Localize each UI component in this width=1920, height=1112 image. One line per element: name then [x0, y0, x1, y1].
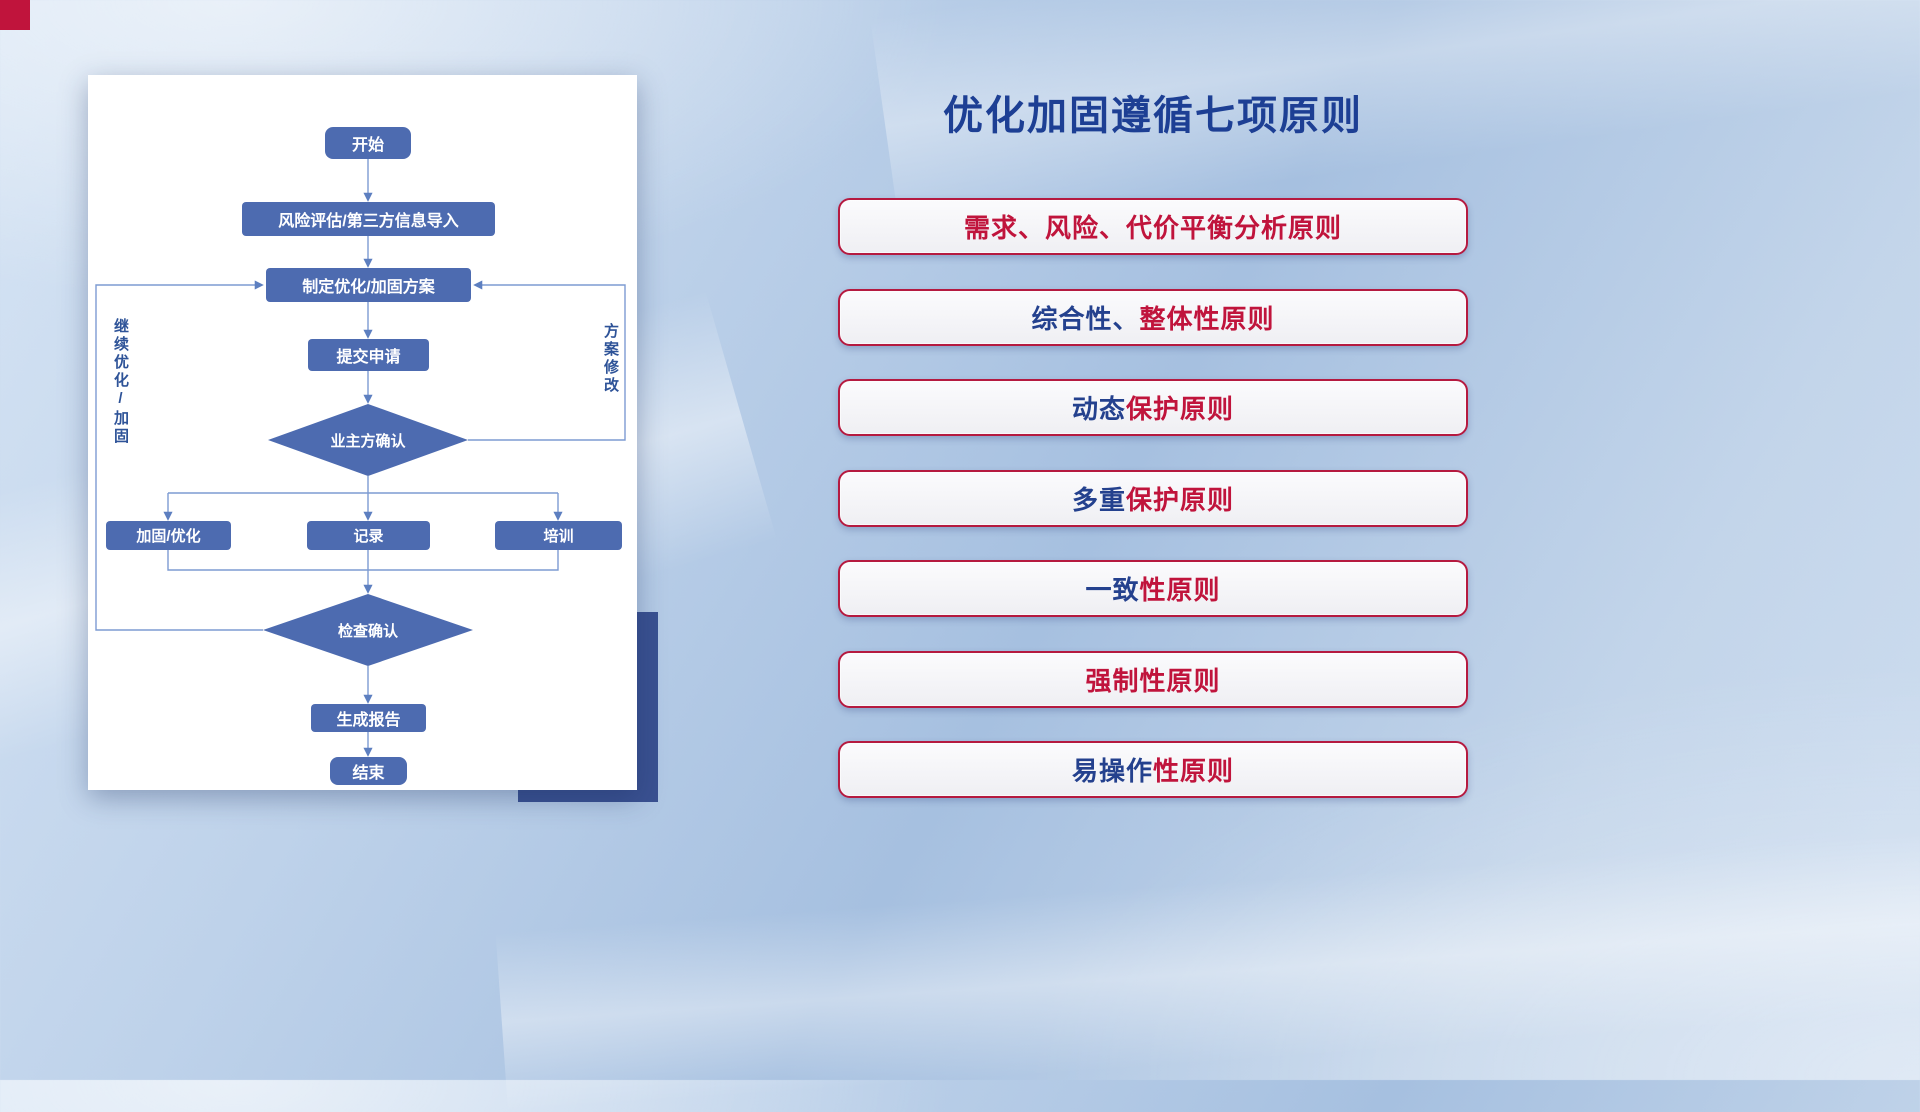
principle-pill-6: 强制性原则 [838, 650, 1468, 708]
page-title: 优化加固遵循七项原则 [943, 94, 1363, 138]
principle-text: 多重 [1071, 484, 1126, 515]
principles-panel: 优化加固遵循七项原则 需求、风险、代价平衡分析原则 综合性、整体性原则 动态保护… [838, 92, 1468, 798]
principle-pill-5: 一致性原则 [838, 560, 1468, 617]
flowchart-card: 开始 风险评估/第三方信息导入 制定优化/加固方案 提交申请 业主方确认 加固/… [88, 75, 637, 790]
flow-node-training: 培训 [495, 521, 622, 550]
principle-text: 保护原则 [1126, 394, 1235, 424]
principle-text: 保护原则 [1126, 484, 1235, 515]
flow-node-submit-request: 提交申请 [308, 339, 429, 371]
principle-text: 综合性、 [1031, 303, 1140, 334]
corner-accent-square [0, 0, 30, 30]
principle-text: 性原则 [1153, 756, 1235, 786]
flow-node-make-plan: 制定优化/加固方案 [266, 268, 471, 302]
background-streak [495, 827, 1920, 1112]
flowchart-connectors [95, 159, 626, 757]
flow-node-record: 记录 [307, 521, 430, 550]
principle-pill-2: 综合性、整体性原则 [838, 288, 1468, 346]
principle-text: 整体性原则 [1139, 303, 1275, 334]
flow-node-generate-report: 生成报告 [311, 704, 426, 732]
edge-label-continue-optimize: 继续优化/加固 [112, 318, 129, 446]
principle-pill-3: 动态保护原则 [838, 379, 1468, 436]
principle-text: 强制性原则 [1085, 665, 1221, 696]
principle-text: 需求、风险、代价平衡分析原则 [963, 213, 1342, 243]
flow-node-risk-assessment: 风险评估/第三方信息导入 [242, 202, 495, 236]
flow-node-harden-optimize: 加固/优化 [106, 521, 231, 550]
principle-text: 易操作 [1071, 756, 1153, 786]
flow-node-start: 开始 [325, 127, 411, 159]
principle-pill-7: 易操作性原则 [838, 741, 1468, 798]
principle-pill-4: 多重保护原则 [838, 469, 1468, 527]
principle-text: 动态 [1071, 394, 1126, 424]
principle-pill-1: 需求、风险、代价平衡分析原则 [838, 198, 1468, 255]
edge-label-plan-revision: 方案修改 [602, 323, 619, 395]
principle-text: 一致 [1085, 575, 1140, 605]
flow-node-end: 结束 [330, 757, 407, 785]
principle-text: 性原则 [1139, 575, 1221, 605]
